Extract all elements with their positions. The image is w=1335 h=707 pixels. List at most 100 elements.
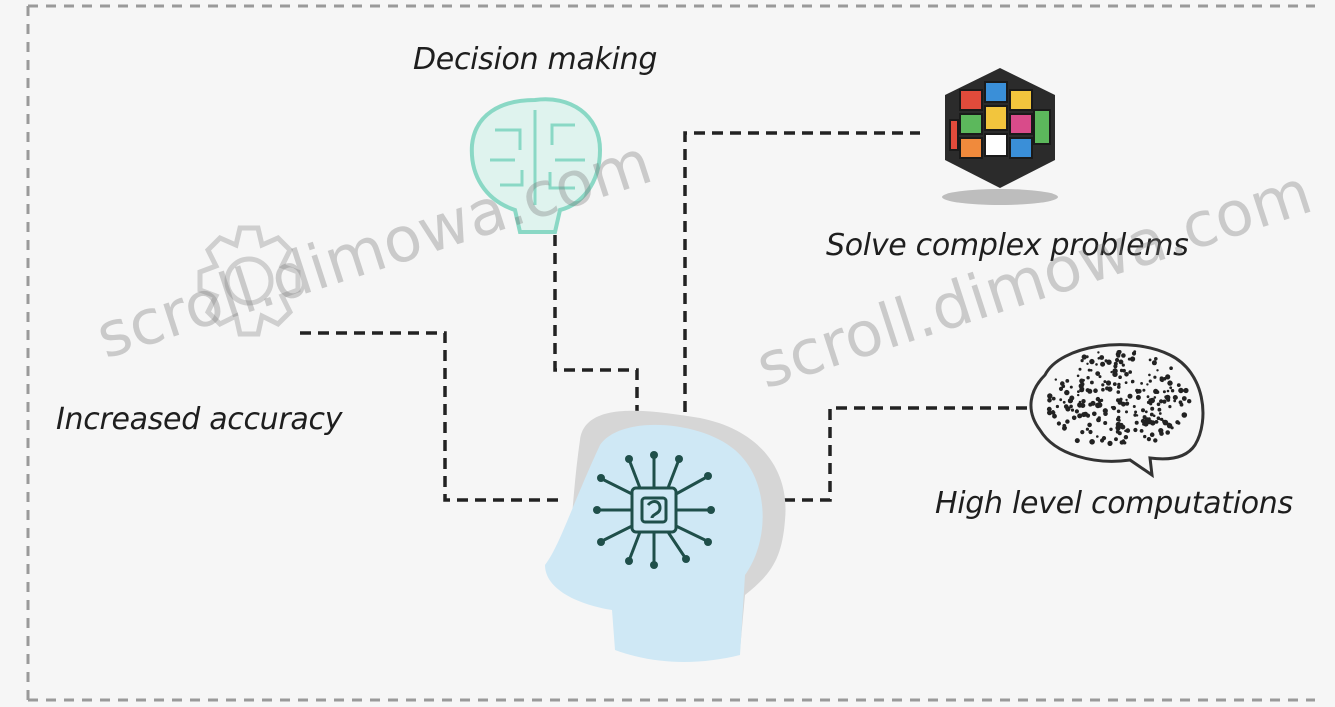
brain-dot xyxy=(1142,422,1146,426)
brain-dot xyxy=(1059,398,1063,402)
brain-dot xyxy=(1183,389,1187,393)
brain-dot xyxy=(1121,363,1125,367)
brain-dot xyxy=(1086,376,1090,380)
brain-dot xyxy=(1062,400,1066,404)
brain-dot xyxy=(1096,435,1099,438)
brain-dot xyxy=(1162,419,1169,426)
brain-dot xyxy=(1143,434,1147,439)
brain-dot xyxy=(1130,379,1135,384)
brain-dot xyxy=(1087,388,1093,394)
brain-dot xyxy=(1077,390,1080,393)
brain-dot xyxy=(1176,383,1181,387)
brain-dot xyxy=(1150,406,1155,411)
brain-dot xyxy=(1154,420,1159,424)
brain-dot xyxy=(1098,400,1101,403)
brain-dot xyxy=(1164,394,1171,401)
brain-dot xyxy=(1119,422,1124,427)
brain-dot xyxy=(1134,410,1138,414)
brain-dot xyxy=(1159,399,1164,404)
brain-dot xyxy=(1133,350,1137,353)
brain-dot xyxy=(1180,403,1184,406)
brain-dot xyxy=(1105,380,1112,386)
brain-dot xyxy=(1181,412,1188,418)
brain-dot xyxy=(1117,382,1121,387)
brain-dot xyxy=(1148,379,1152,383)
brain-dot xyxy=(1081,412,1087,418)
brain-dot xyxy=(1137,389,1142,394)
brain-dot xyxy=(1121,353,1126,358)
brain-dot xyxy=(1089,439,1095,445)
brain-dot xyxy=(1159,418,1162,421)
brain-dot xyxy=(1135,395,1141,400)
brain-dot xyxy=(1167,380,1173,386)
brain-dot xyxy=(1181,396,1187,401)
brain-dot xyxy=(1149,402,1153,406)
brain-dot xyxy=(1085,355,1089,359)
brain-dot xyxy=(1119,397,1123,401)
brain-dot xyxy=(1162,390,1166,394)
brain-dot xyxy=(1124,381,1128,384)
brain-dot xyxy=(1156,369,1159,372)
brain-dot xyxy=(1148,373,1151,377)
brain-dot xyxy=(1158,412,1162,415)
brain-dot xyxy=(1148,358,1152,362)
brain-dot xyxy=(1115,425,1121,431)
brain-dot xyxy=(1103,380,1107,384)
brain-dot xyxy=(1081,387,1085,390)
brain-dot xyxy=(1095,371,1101,376)
brain-dot xyxy=(1046,406,1052,412)
brain-dot xyxy=(1142,415,1147,420)
brain-dot xyxy=(1118,359,1124,365)
brain-dot xyxy=(1110,406,1114,409)
brain-dot xyxy=(1125,401,1130,406)
brain-dot xyxy=(1107,440,1113,446)
connector-accuracy xyxy=(300,331,560,502)
brain-dot xyxy=(1125,410,1128,414)
brain-dot xyxy=(1114,437,1117,441)
brain-dot xyxy=(1151,360,1157,366)
brain-dot xyxy=(1113,361,1118,366)
brain-dot xyxy=(1145,417,1150,421)
brain-dot xyxy=(1092,411,1097,417)
ai-head-chip-icon xyxy=(545,410,786,662)
brain-dot xyxy=(1088,429,1093,435)
brain-dot xyxy=(1065,379,1070,383)
brain-dot xyxy=(1081,354,1087,360)
brain-dot xyxy=(1122,368,1126,373)
brain-dot xyxy=(1080,430,1085,435)
brain-dot xyxy=(1124,429,1127,433)
brain-dot xyxy=(1058,386,1064,391)
brain-dot xyxy=(1116,390,1121,394)
brain-dot xyxy=(1074,438,1080,444)
brain-dot xyxy=(1085,413,1091,418)
brain-dot xyxy=(1109,427,1113,431)
brain-dot xyxy=(1139,429,1144,433)
brain-dot xyxy=(1119,368,1124,373)
brain-dot xyxy=(1133,413,1137,417)
brain-dot xyxy=(1076,374,1080,378)
brain-dot xyxy=(1047,398,1052,403)
brain-dot xyxy=(1047,393,1053,399)
brain-dot xyxy=(1169,366,1173,371)
brain-dot xyxy=(1099,355,1105,360)
brain-dot xyxy=(1118,375,1122,380)
brain-dot xyxy=(1128,370,1132,374)
brain-dot xyxy=(1090,380,1094,385)
brain-dot xyxy=(1103,421,1108,425)
brain-dot xyxy=(1071,415,1077,421)
brain-dot xyxy=(1086,362,1089,365)
brain-dot xyxy=(1103,411,1108,417)
brain-dot xyxy=(1116,409,1121,414)
brain-dot xyxy=(1078,367,1082,371)
brain-dot xyxy=(1074,409,1079,414)
brain-dot xyxy=(1144,410,1148,414)
brain-dot xyxy=(1117,385,1121,389)
brain-dot xyxy=(1106,359,1112,365)
brain-dot xyxy=(1123,435,1129,440)
label-decision-making: Decision making xyxy=(413,42,658,77)
brain-dot xyxy=(1069,404,1073,409)
brain-dot xyxy=(1165,374,1171,380)
brain-dot xyxy=(1159,431,1164,436)
brain-dot xyxy=(1141,408,1145,413)
brain-dot xyxy=(1085,427,1089,431)
